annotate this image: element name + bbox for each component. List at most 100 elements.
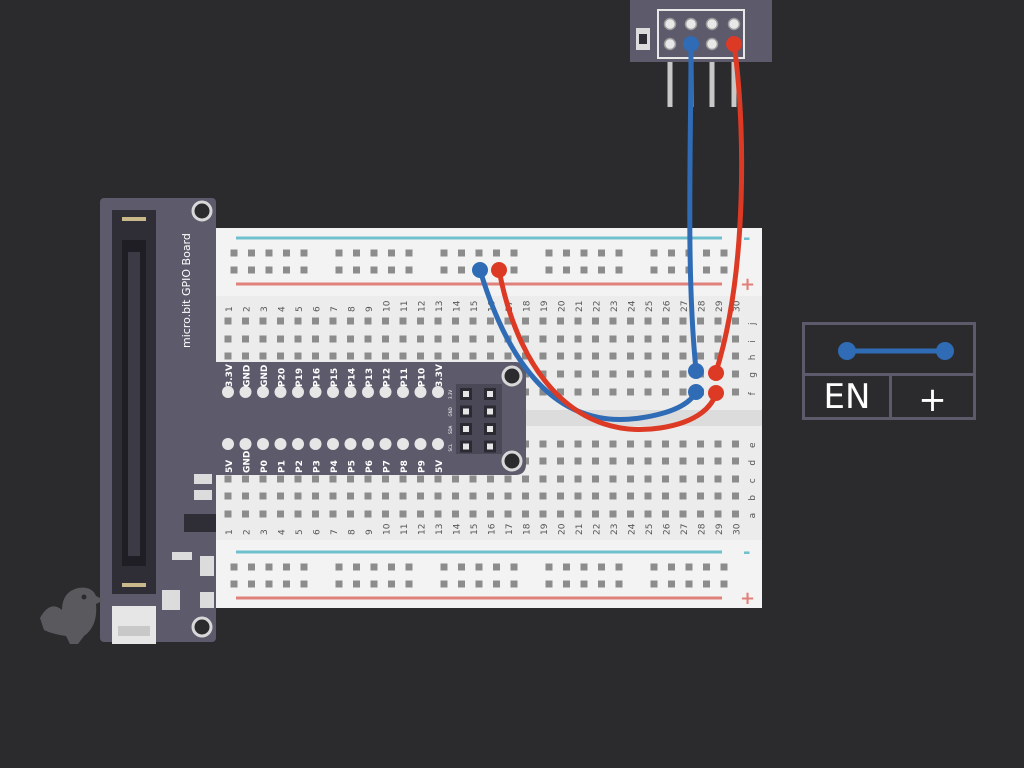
breadboard-hole[interactable] [714,492,722,500]
rail-hole[interactable] [685,580,693,588]
rail-hole[interactable] [615,580,623,588]
breadboard-hole[interactable] [714,317,722,325]
breadboard-hole[interactable] [679,388,687,396]
rail-hole[interactable] [458,266,465,274]
breadboard-hole[interactable] [592,440,599,448]
header-pin[interactable] [487,391,493,397]
breadboard-hole[interactable] [469,510,477,518]
breadboard-hole[interactable] [679,492,687,500]
header-pin[interactable] [463,426,469,432]
breadboard-hole[interactable] [294,510,302,518]
rail-hole[interactable] [685,563,693,571]
gpio-pin-bottom[interactable] [362,438,374,450]
breadboard-hole[interactable] [627,440,634,448]
breadboard-hole[interactable] [259,317,267,325]
sensor-pin[interactable] [684,17,698,31]
rail-hole[interactable] [493,249,500,257]
breadboard-hole[interactable] [574,492,582,500]
breadboard-hole[interactable] [522,317,529,325]
rail-hole[interactable] [668,266,675,274]
rail-hole[interactable] [598,266,605,274]
gpio-pin-top[interactable] [309,386,322,398]
breadboard-hole[interactable] [294,335,302,343]
breadboard-hole[interactable] [382,510,389,518]
sensor-pin[interactable] [663,37,677,51]
blue-wire-sensor-to-breadboard[interactable] [687,41,699,373]
breadboard-hole[interactable] [242,352,249,360]
breadboard-hole[interactable] [347,352,354,360]
rail-hole[interactable] [650,249,658,257]
breadboard-hole[interactable] [259,510,267,518]
breadboard-hole[interactable] [259,492,267,500]
breadboard-hole[interactable] [539,370,547,378]
blue-wire-end-top-rail[interactable] [472,262,488,278]
breadboard-hole[interactable] [242,492,249,500]
breadboard-hole[interactable] [679,335,687,343]
breadboard-hole[interactable] [662,457,669,465]
rail-hole[interactable] [650,580,658,588]
breadboard-hole[interactable] [487,317,494,325]
rail-hole[interactable] [475,563,483,571]
breadboard-hole[interactable] [662,370,669,378]
rail-hole[interactable] [300,563,308,571]
breadboard-hole[interactable] [312,352,319,360]
header-pin[interactable] [487,443,493,450]
breadboard-hole[interactable] [277,335,284,343]
rail-hole[interactable] [668,563,675,571]
breadboard-hole[interactable] [627,510,634,518]
breadboard-hole[interactable] [224,352,232,360]
breadboard-hole[interactable] [347,510,354,518]
breadboard-hole[interactable] [277,317,284,325]
breadboard-hole[interactable] [417,510,424,518]
breadboard-hole[interactable] [452,352,459,360]
rail-hole[interactable] [563,266,570,274]
breadboard-hole[interactable] [469,352,477,360]
breadboard-hole[interactable] [382,352,389,360]
rail-hole[interactable] [230,266,238,274]
breadboard-hole[interactable] [732,475,739,483]
gpio-pin-bottom[interactable] [432,438,444,450]
header-pin[interactable] [487,426,493,432]
rail-hole[interactable] [493,563,500,571]
breadboard-hole[interactable] [697,457,704,465]
breadboard-hole[interactable] [592,492,599,500]
breadboard-hole[interactable] [679,317,687,325]
breadboard-hole[interactable] [417,475,424,483]
breadboard-hole[interactable] [399,510,407,518]
rail-hole[interactable] [563,563,570,571]
rail-hole[interactable] [388,249,395,257]
breadboard-hole[interactable] [574,335,582,343]
breadboard-hole[interactable] [662,335,669,343]
red-wire-sensor-to-breadboard[interactable] [713,41,745,375]
breadboard-hole[interactable] [487,492,494,500]
breadboard-hole[interactable] [487,352,494,360]
breadboard-hole[interactable] [224,475,232,483]
breadboard-hole[interactable] [574,352,582,360]
breadboard-hole[interactable] [662,388,669,396]
rail-hole[interactable] [283,249,290,257]
breadboard-hole[interactable] [697,475,704,483]
breadboard-hole[interactable] [259,335,267,343]
gpio-pin-bottom[interactable] [257,438,269,450]
gpio-pin-top[interactable] [222,386,234,398]
blue-wire-end-sensor[interactable] [683,36,699,52]
breadboard-hole[interactable] [329,352,337,360]
breadboard-hole[interactable] [697,492,704,500]
rail-hole[interactable] [703,580,710,588]
breadboard-hole[interactable] [469,475,477,483]
rail-hole[interactable] [493,580,500,588]
rail-hole[interactable] [353,249,360,257]
breadboard-hole[interactable] [662,492,669,500]
breadboard-hole[interactable] [557,457,564,465]
gpio-pin-bottom[interactable] [327,438,339,450]
breadboard-hole[interactable] [294,317,302,325]
breadboard-hole[interactable] [382,492,389,500]
breadboard-hole[interactable] [522,492,529,500]
rail-hole[interactable] [458,580,465,588]
rail-hole[interactable] [230,580,238,588]
breadboard-hole[interactable] [329,335,337,343]
rail-hole[interactable] [370,249,378,257]
breadboard-hole[interactable] [609,317,617,325]
rail-hole[interactable] [563,249,570,257]
breadboard-hole[interactable] [679,370,687,378]
